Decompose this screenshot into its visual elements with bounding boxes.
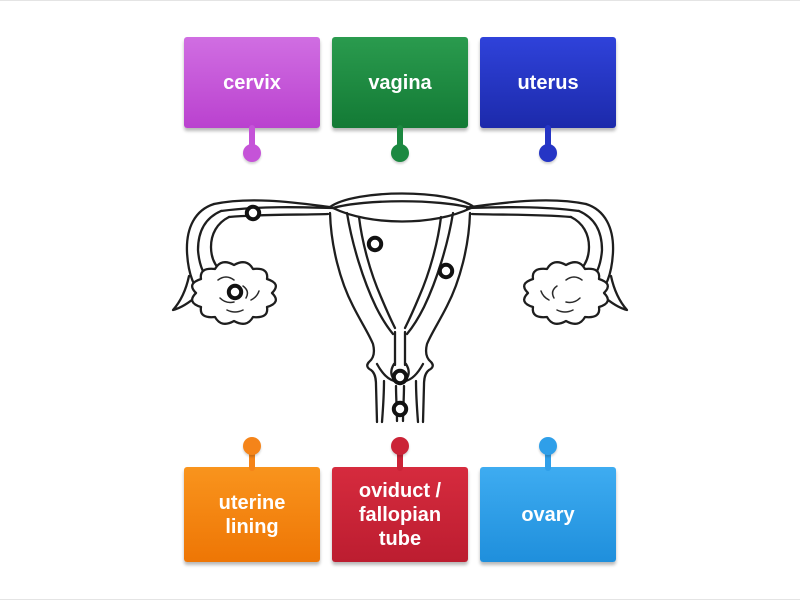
drop-target-1[interactable] [244,204,262,222]
drop-target-6[interactable] [391,400,409,418]
pin-dot [243,437,261,455]
pin-stem [397,125,403,147]
diagram-right-half [401,199,629,424]
label-cervix[interactable]: cervix [184,37,320,162]
pin-stem [545,447,551,471]
label-uterine-lining[interactable]: uterine lining [184,437,320,562]
pin-stem [249,125,255,147]
drop-target-3[interactable] [437,262,455,280]
pin-dot [539,144,557,162]
label-text: uterus [517,71,579,94]
label-text: ovary [521,503,575,526]
label-text: vagina [368,71,432,94]
pin-stem [249,447,255,471]
pin-dot [243,144,261,162]
pin-stem [397,447,403,471]
drop-target-5[interactable] [391,368,409,386]
pin-dot [539,437,557,455]
pin-dot [391,437,409,455]
drop-targets-layer [226,204,455,418]
diagram-left-half [171,199,399,424]
label-uterus[interactable]: uterus [480,37,616,162]
label-text: uterine lining [218,491,286,538]
label-oviduct-fallopian-tube[interactable]: oviduct / fallopian tube [332,437,468,562]
label-ovary[interactable]: ovary [480,437,616,562]
label-text: cervix [223,71,281,94]
pin-stem [545,125,551,147]
drop-target-2[interactable] [366,235,384,253]
drop-target-4[interactable] [226,283,244,301]
top-edge-line [0,0,800,1]
label-vagina[interactable]: vagina [332,37,468,162]
pin-dot [391,144,409,162]
label-text: oviduct / fallopian tube [358,479,442,550]
